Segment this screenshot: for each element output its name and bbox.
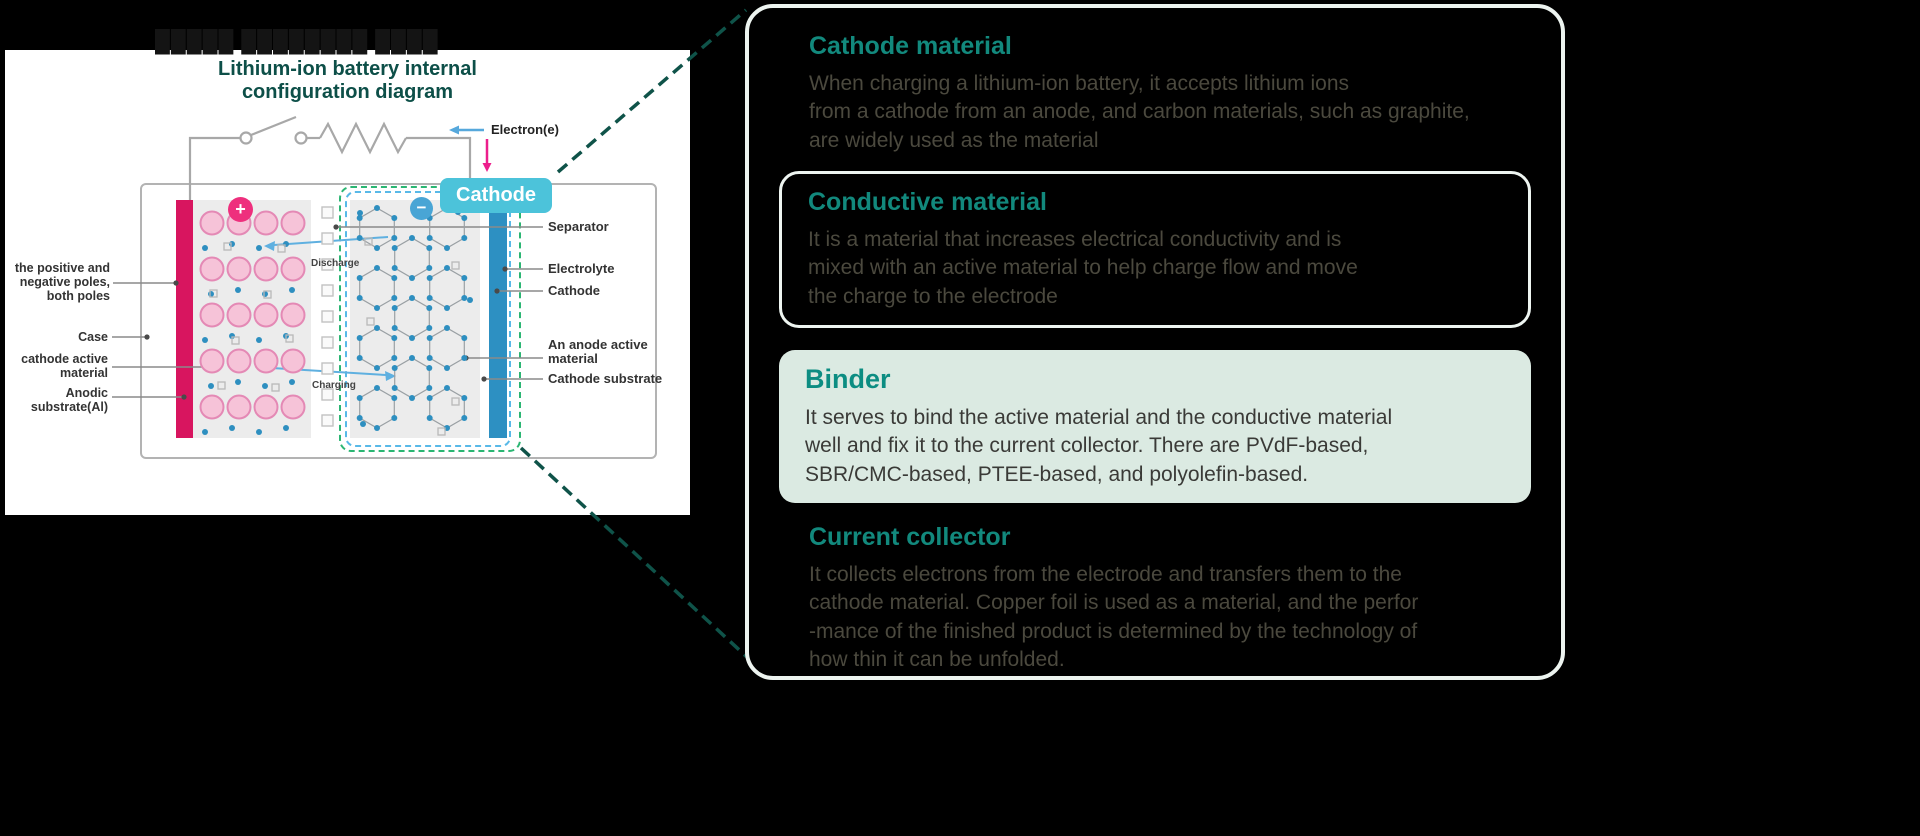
section-title: Current collector xyxy=(809,523,1011,552)
blue-dashed-outline xyxy=(345,191,511,447)
cathode-active-material-area xyxy=(193,200,311,438)
cathode-electrode-bar xyxy=(176,200,193,438)
section-current-collector: Current collector It collects electrons … xyxy=(779,523,1531,674)
section-conductive-material: Conductive material It is a material tha… xyxy=(779,171,1531,329)
section-body: It collects electrons from the electrode… xyxy=(809,563,1419,672)
section-title: Conductive material xyxy=(808,188,1047,217)
section-binder: Binder It serves to bind the active mate… xyxy=(779,350,1531,504)
section-body: When charging a lithium-ion battery, it … xyxy=(809,72,1470,152)
section-title: Binder xyxy=(805,364,891,395)
green-dashed-outline xyxy=(339,186,521,452)
section-body: It serves to bind the active material an… xyxy=(805,406,1393,486)
section-title: Cathode material xyxy=(809,32,1012,60)
section-body: It is a material that increases electric… xyxy=(808,228,1358,308)
section-cathode-material: Cathode material When charging a lithium… xyxy=(779,32,1531,155)
info-panel: Cathode material When charging a lithium… xyxy=(745,4,1565,680)
